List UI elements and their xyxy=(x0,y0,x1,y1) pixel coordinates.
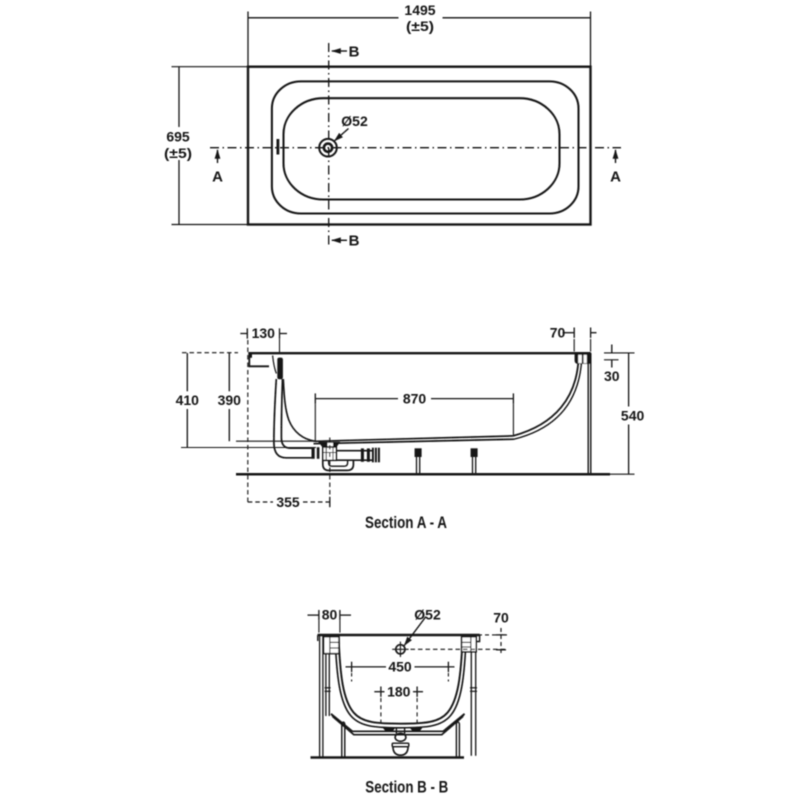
svg-text:30: 30 xyxy=(604,368,620,384)
svg-text:Section B - B: Section B - B xyxy=(365,779,448,797)
svg-text:180: 180 xyxy=(387,683,411,699)
svg-text:70: 70 xyxy=(493,609,509,625)
svg-text:Ø52: Ø52 xyxy=(341,113,368,129)
svg-text:130: 130 xyxy=(252,325,276,341)
svg-text:695: 695 xyxy=(166,129,190,145)
svg-text:390: 390 xyxy=(218,392,242,408)
svg-text:B: B xyxy=(349,44,360,61)
svg-text:355: 355 xyxy=(276,494,300,510)
svg-text:870: 870 xyxy=(403,390,427,406)
svg-text:(±5): (±5) xyxy=(406,18,434,34)
svg-text:Ø52: Ø52 xyxy=(414,606,441,622)
svg-text:A: A xyxy=(610,169,621,186)
svg-text:450: 450 xyxy=(388,658,412,674)
svg-text:70: 70 xyxy=(550,324,566,340)
svg-text:B: B xyxy=(349,233,360,250)
svg-text:1495: 1495 xyxy=(404,2,435,18)
svg-text:A: A xyxy=(212,169,223,186)
svg-text:Section A - A: Section A - A xyxy=(365,514,447,532)
svg-text:(±5): (±5) xyxy=(164,145,192,161)
svg-text:540: 540 xyxy=(621,407,645,423)
svg-text:80: 80 xyxy=(322,606,338,622)
svg-text:410: 410 xyxy=(176,392,200,408)
